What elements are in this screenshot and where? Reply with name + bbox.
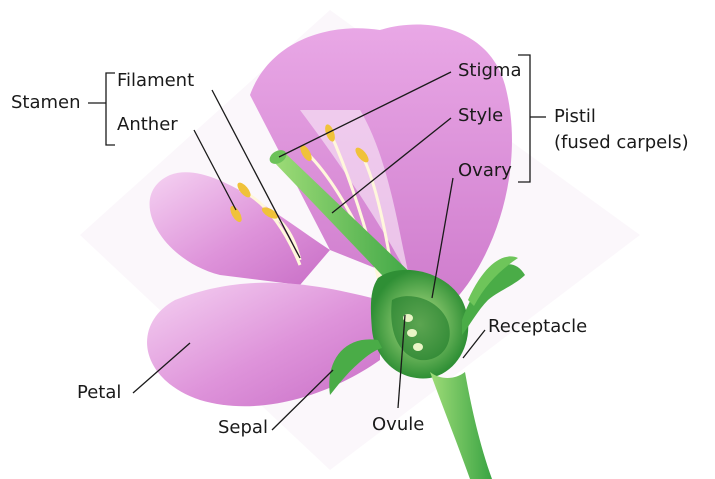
label-receptacle: Receptacle <box>488 318 587 336</box>
label-fused-carpels: (fused carpels) <box>554 134 689 152</box>
label-ovule: Ovule <box>372 416 424 434</box>
label-stamen: Stamen <box>11 94 81 112</box>
ovule-2 <box>407 329 417 337</box>
label-pistil: Pistil <box>554 108 596 126</box>
label-filament: Filament <box>117 72 194 90</box>
ovule-3 <box>413 343 423 351</box>
label-style: Style <box>458 107 503 125</box>
label-sepal: Sepal <box>218 419 268 437</box>
label-petal: Petal <box>77 384 121 402</box>
receptacle-stem <box>430 372 492 479</box>
label-anther: Anther <box>117 116 178 134</box>
label-stigma: Stigma <box>458 62 521 80</box>
label-ovary: Ovary <box>458 162 512 180</box>
